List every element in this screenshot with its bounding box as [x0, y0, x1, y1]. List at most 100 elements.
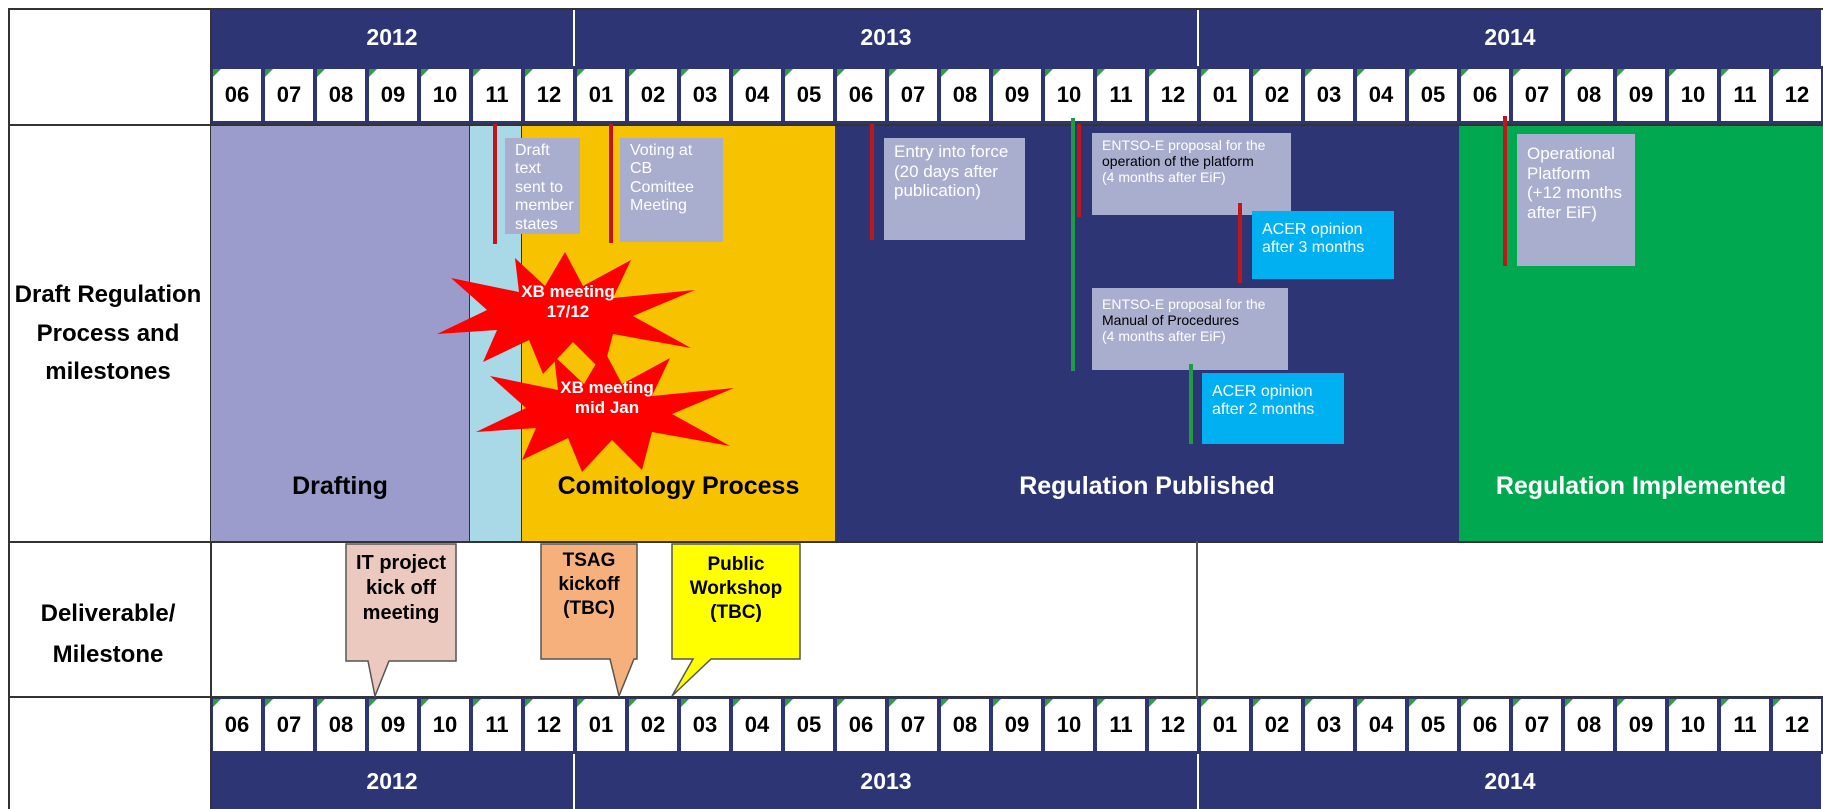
row-label-deliverable: Deliverable/ Milestone: [40, 600, 176, 668]
year-cell-3: 2014: [1199, 754, 1823, 809]
row-divider-3: [8, 696, 1823, 698]
month-cell: 06: [837, 699, 885, 751]
month-cell: 10: [1045, 69, 1093, 121]
box-entsoe-platform: ENTSO-E proposal for the operation of th…: [1092, 133, 1291, 215]
marker-acer-3: [1238, 203, 1242, 283]
month-cell: 01: [1201, 699, 1249, 751]
month-cell: 09: [369, 699, 417, 751]
entsoe-manual-line1: ENTSO-E proposal for the: [1102, 296, 1266, 312]
box-entry-into-force: Entry into force (20 days after publicat…: [884, 138, 1025, 240]
entsoe-manual-line3: (4 months after EiF): [1102, 328, 1226, 345]
month-cell: 06: [1461, 699, 1509, 751]
callout-public-workshop: Public Workshop (TBC): [671, 543, 801, 698]
year-cell-3: 2014: [1199, 8, 1823, 66]
month-cell: 11: [1721, 69, 1769, 121]
month-cell: 09: [993, 699, 1041, 751]
month-cell: 02: [1253, 69, 1301, 121]
month-cell: 07: [265, 69, 313, 121]
month-cell: 07: [1513, 69, 1561, 121]
month-cell: 03: [681, 69, 729, 121]
month-cell: 06: [1461, 69, 1509, 121]
entsoe-platform-line1: ENTSO-E proposal for the: [1102, 137, 1266, 153]
month-cell: 03: [681, 699, 729, 751]
deliverable-2014-divider: [1196, 541, 1198, 698]
month-cell: 08: [1565, 699, 1613, 751]
phase-implemented-label: Regulation Implemented: [1495, 472, 1787, 500]
box-acer-3-months: ACER opinion after 3 months: [1252, 211, 1394, 279]
month-cell: 08: [941, 699, 989, 751]
marker-operational: [1503, 116, 1507, 266]
callout-it-project: IT project kick off meeting: [345, 543, 457, 698]
month-cell: 02: [629, 69, 677, 121]
month-cell: 03: [1305, 699, 1353, 751]
month-cell: 02: [629, 699, 677, 751]
box-voting: Voting at CB Comittee Meeting: [620, 138, 723, 242]
marker-platform-green: [1071, 118, 1075, 371]
month-cell: 05: [785, 699, 833, 751]
month-cell: 09: [1617, 69, 1665, 121]
month-cell: 04: [1357, 69, 1405, 121]
row-label-process: Draft Regulation Process and milestones: [14, 281, 202, 386]
month-cell: 05: [1409, 699, 1457, 751]
marker-entry-into-force: [870, 124, 874, 240]
xb-17-12-label: XB meeting 17/12: [521, 282, 615, 322]
month-cell: 12: [525, 699, 573, 751]
box-draft-text: Draft text sent to member states: [505, 138, 580, 234]
year-cell-2: 2013: [575, 8, 1199, 66]
month-cell: 09: [1617, 699, 1665, 751]
box-entsoe-manual: ENTSO-E proposal for the Manual of Proce…: [1092, 288, 1288, 370]
month-cell: 07: [1513, 699, 1561, 751]
outer-frame: [8, 8, 1823, 809]
starburst-xb-mid-jan: XB meeting mid Jan: [472, 346, 737, 474]
entsoe-manual-line2: Manual of Procedures: [1102, 312, 1239, 329]
callout-tsag-shape: [540, 543, 638, 698]
callout-it-shape: [345, 543, 457, 698]
month-cell: 12: [1149, 69, 1197, 121]
month-cell: 04: [733, 69, 781, 121]
month-cell: 12: [525, 69, 573, 121]
starburst-shape-2: [476, 350, 734, 472]
month-cell: 07: [889, 69, 937, 121]
month-cell: 07: [265, 699, 313, 751]
row-divider-1: [8, 124, 1823, 126]
month-cell: 05: [785, 69, 833, 121]
month-cell: 01: [577, 699, 625, 751]
month-cell: 01: [577, 69, 625, 121]
month-cell: 05: [1409, 69, 1457, 121]
public-workshop-label: Public Workshop (TBC): [689, 554, 783, 623]
month-cell: 08: [317, 69, 365, 121]
month-cell: 06: [213, 69, 261, 121]
tsag-label: TSAG kickoff (TBC): [558, 550, 620, 619]
xb-mid-jan-label: XB meeting mid Jan: [560, 378, 654, 418]
month-cell: 10: [1669, 699, 1717, 751]
phase-drafting: Drafting: [211, 126, 470, 541]
entsoe-platform-line2: operation of the platform: [1102, 153, 1254, 170]
month-cell: 10: [421, 699, 469, 751]
month-cell: 12: [1773, 69, 1821, 121]
month-cell: 10: [1669, 69, 1717, 121]
it-project-label: IT project kick off meeting: [355, 552, 446, 624]
phase-published-label: Regulation Published: [1019, 472, 1275, 500]
callout-workshop-shape: [671, 543, 801, 697]
month-cell: 08: [1565, 69, 1613, 121]
month-cell: 02: [1253, 699, 1301, 751]
month-cell: 01: [1201, 69, 1249, 121]
phase-drafting-label: Drafting: [292, 472, 388, 500]
phase-comitology-label: Comitology Process: [557, 472, 800, 500]
month-cell: 11: [1721, 699, 1769, 751]
month-cell: 08: [941, 69, 989, 121]
month-cell: 11: [1097, 699, 1145, 751]
starburst-shape-1: [437, 252, 695, 374]
month-cell: 11: [473, 69, 521, 121]
month-cell: 11: [473, 699, 521, 751]
month-cell: 04: [733, 699, 781, 751]
year-cell-1: 2012: [211, 754, 575, 809]
month-cell: 06: [837, 69, 885, 121]
month-cell: 09: [993, 69, 1041, 121]
marker-platform-red: [1077, 124, 1081, 217]
month-cell: 08: [317, 699, 365, 751]
box-acer-2-months: ACER opinion after 2 months: [1202, 373, 1344, 444]
month-cell: 09: [369, 69, 417, 121]
starburst-xb-17-12: XB meeting 17/12: [433, 248, 698, 376]
year-cell-1: 2012: [211, 8, 575, 66]
